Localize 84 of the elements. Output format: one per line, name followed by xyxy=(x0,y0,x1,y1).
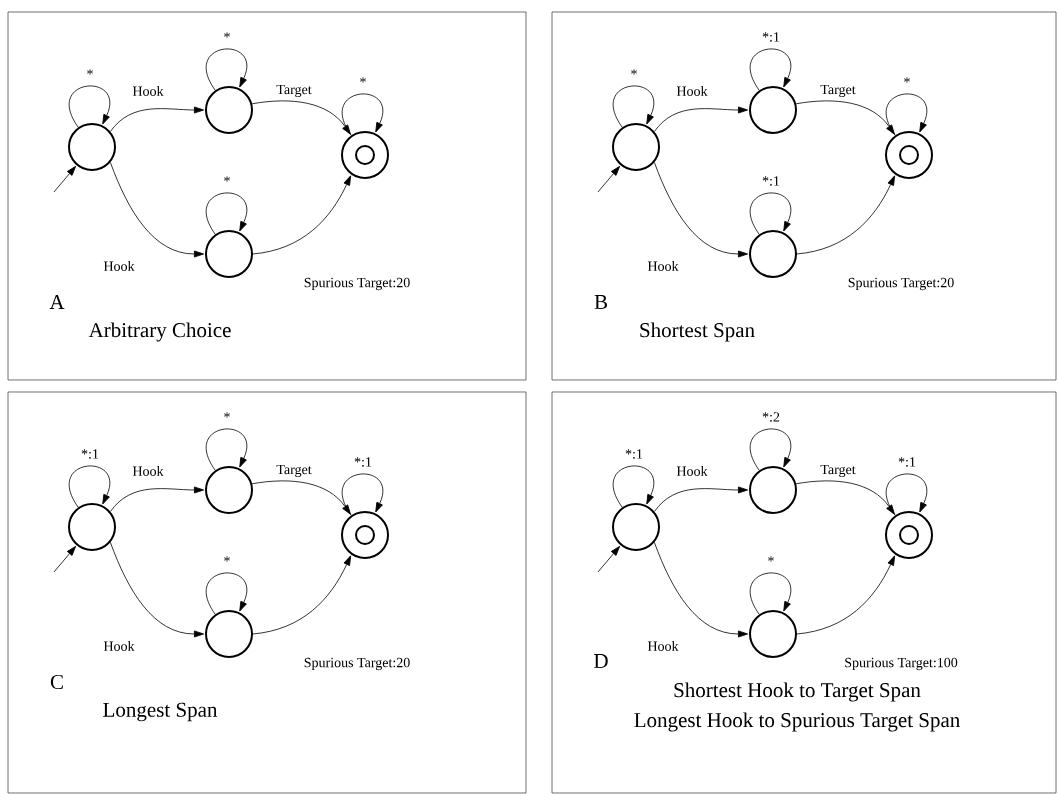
arrow xyxy=(341,93,384,136)
arrow xyxy=(612,465,655,508)
state-circle xyxy=(205,86,253,134)
arrow xyxy=(654,162,749,258)
edge-label: Hook xyxy=(131,85,165,97)
edge-label: *:2 xyxy=(761,411,781,423)
edge-label: * xyxy=(222,31,232,43)
arrow xyxy=(796,175,896,255)
state-circle xyxy=(68,123,116,171)
final-state-circle xyxy=(885,511,933,559)
edge-label: *:1 xyxy=(897,456,917,468)
state-circle xyxy=(749,610,797,658)
arrow xyxy=(885,93,928,136)
edge-label: *:1 xyxy=(761,31,781,43)
edge-label: * xyxy=(222,175,232,187)
state-circle xyxy=(749,466,797,514)
edge-label: Target xyxy=(819,463,857,479)
edge-label: Target xyxy=(275,463,313,479)
edge-label: Target xyxy=(819,83,857,99)
edge-label: Spurious Target:20 xyxy=(302,276,412,292)
arrow xyxy=(205,48,248,91)
edge-label: Hook xyxy=(102,260,136,272)
edge-label: Spurious Target:20 xyxy=(846,276,956,292)
edge-label: *:1 xyxy=(80,448,100,460)
arrow xyxy=(341,473,384,516)
arrow xyxy=(53,545,77,573)
arrow xyxy=(749,48,792,91)
arrow xyxy=(252,555,352,635)
arrow xyxy=(53,165,77,193)
edge-label: *:1 xyxy=(761,175,781,187)
state-circle xyxy=(612,503,660,551)
edge-label: Hook xyxy=(646,640,680,652)
arrow xyxy=(252,175,352,255)
edge-label: Hook xyxy=(675,465,709,477)
arrow xyxy=(68,85,111,128)
edge-label: Spurious Target:100 xyxy=(843,656,959,672)
edge-label: * xyxy=(222,411,232,423)
arrow xyxy=(68,465,111,508)
arrow xyxy=(796,555,896,635)
edge-label: * xyxy=(766,555,776,567)
arrow xyxy=(795,480,895,515)
arrow xyxy=(205,572,248,615)
final-state-circle xyxy=(885,131,933,179)
edge-label: Hook xyxy=(102,640,136,652)
edge-label: * xyxy=(85,68,95,80)
state-circle xyxy=(612,123,660,171)
state-circle xyxy=(749,230,797,278)
final-state-circle xyxy=(341,511,389,559)
arrow xyxy=(749,572,792,615)
arrow xyxy=(251,480,351,515)
state-circle xyxy=(205,230,253,278)
state-circle xyxy=(205,610,253,658)
arrow xyxy=(597,545,621,573)
edge-label: Hook xyxy=(675,85,709,97)
edge-label: * xyxy=(358,76,368,88)
edge-label: Hook xyxy=(131,465,165,477)
arrow xyxy=(205,428,248,471)
edge-label: * xyxy=(629,68,639,80)
arrow xyxy=(110,486,205,512)
arrow xyxy=(110,106,205,132)
edge-label: *:1 xyxy=(353,456,373,468)
arrow xyxy=(654,106,749,132)
arrow xyxy=(110,542,205,638)
state-circle xyxy=(68,503,116,551)
arrow xyxy=(654,486,749,512)
arrow xyxy=(612,85,655,128)
arrow xyxy=(110,162,205,258)
edge-label: Spurious Target:20 xyxy=(302,656,412,672)
state-circle xyxy=(205,466,253,514)
edge-label: Hook xyxy=(646,260,680,272)
arrow xyxy=(251,100,351,135)
edge-label: * xyxy=(902,76,912,88)
state-circle xyxy=(749,86,797,134)
edge-label: *:1 xyxy=(624,448,644,460)
arrow xyxy=(885,473,928,516)
arrow xyxy=(597,165,621,193)
edge-label: * xyxy=(222,555,232,567)
arrow xyxy=(654,542,749,638)
arrow xyxy=(205,192,248,235)
arrow xyxy=(749,428,792,471)
edge-label: Target xyxy=(275,83,313,99)
final-state-circle xyxy=(341,131,389,179)
arrow xyxy=(795,100,895,135)
arrow xyxy=(749,192,792,235)
